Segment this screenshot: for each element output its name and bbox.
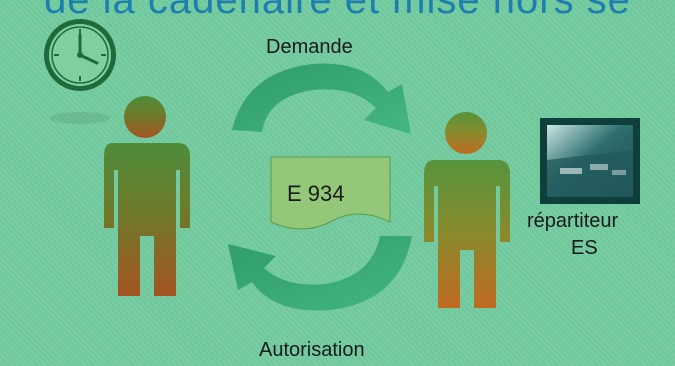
recipient-label-line2: ES [571, 237, 598, 259]
person-icon [424, 112, 510, 308]
arrow-icon [232, 63, 411, 134]
person-icon [104, 96, 190, 296]
document-label: E 934 [287, 181, 345, 206]
clock-icon [44, 19, 116, 124]
title-fragment: de la cadenaire et mise hors se [44, 0, 631, 22]
document-icon [270, 156, 391, 230]
recipient-label-line1: répartiteur [527, 210, 619, 232]
authorization-label: Autorisation [259, 339, 365, 361]
arrow-icon [228, 236, 412, 311]
request-label: Demande [266, 36, 353, 58]
photo-icon [540, 118, 640, 204]
